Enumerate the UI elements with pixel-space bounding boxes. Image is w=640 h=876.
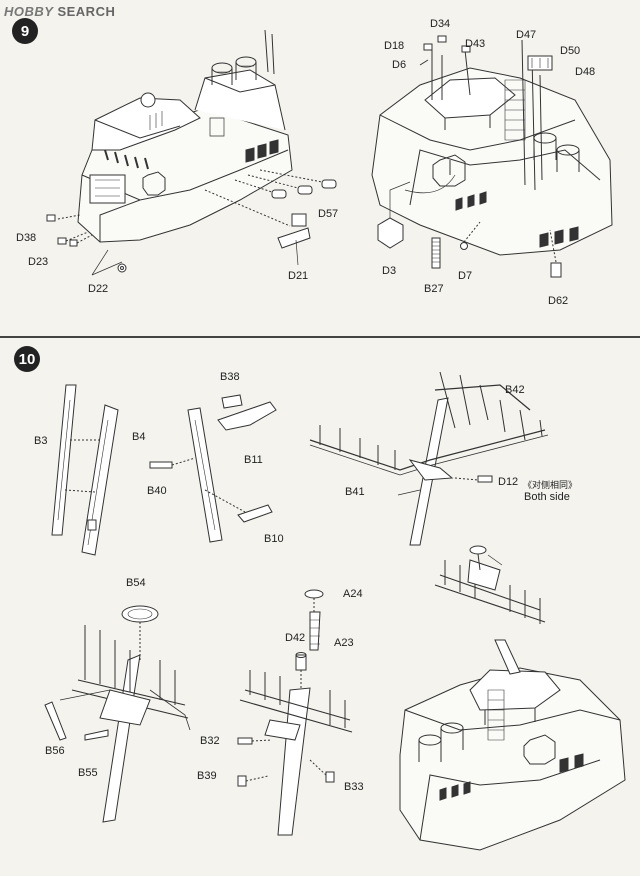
step9-left-superstructure — [47, 30, 336, 275]
label-d38: D38 — [16, 232, 37, 244]
label-d34: D34 — [430, 18, 451, 30]
label-b27: B27 — [424, 283, 444, 295]
step9-right-superstructure — [372, 36, 612, 277]
label-b11: B11 — [244, 454, 263, 466]
label-d42: D42 — [285, 632, 306, 644]
label-b55: B55 — [78, 767, 98, 779]
label-d21: D21 — [288, 270, 309, 282]
label-b4: B4 — [132, 431, 146, 443]
label-d12-note-en: Both side — [524, 491, 570, 503]
label-b54: B54 — [126, 577, 146, 589]
label-d6: D6 — [392, 59, 407, 71]
label-d50: D50 — [560, 45, 581, 57]
label-b3: B3 — [34, 435, 48, 447]
label-d57: D57 — [318, 208, 339, 220]
label-d48: D48 — [575, 66, 596, 78]
label-b41: B41 — [345, 486, 365, 498]
label-d7: D7 — [458, 270, 473, 282]
label-b38: B38 — [220, 371, 240, 383]
label-d23: D23 — [28, 256, 49, 268]
step10-b11-mast — [150, 395, 276, 542]
step-number-9: 9 — [12, 18, 38, 44]
label-b56: B56 — [45, 745, 65, 757]
label-b33: B33 — [344, 781, 364, 793]
step10-b54-mast — [45, 606, 190, 822]
label-d62: D62 — [548, 295, 569, 307]
label-d12-note-cn: 《对侧相同》 — [523, 480, 578, 490]
label-a24: A24 — [343, 588, 363, 600]
label-d47: D47 — [516, 29, 537, 41]
label-d3: D3 — [382, 265, 397, 277]
label-b42: B42 — [505, 384, 525, 396]
label-b10: B10 — [264, 533, 284, 545]
step10-b41-b42 — [310, 372, 548, 545]
label-d43: D43 — [465, 38, 486, 50]
watermark-logo: HOBBY — [4, 4, 54, 19]
step10-b3-b4 — [52, 385, 118, 555]
step10-final-assembly — [400, 546, 625, 850]
label-d22: D22 — [88, 283, 109, 295]
step-number-10: 10 — [14, 346, 40, 372]
step10-a23-mast — [238, 590, 352, 835]
label-b40: B40 — [147, 485, 167, 497]
label-d18: D18 — [384, 40, 405, 52]
label-a23: A23 — [334, 637, 354, 649]
label-d12: D12 — [498, 476, 519, 488]
label-b39: B39 — [197, 770, 217, 782]
label-b32: B32 — [200, 735, 220, 747]
step-divider — [0, 336, 640, 338]
watermark-text: SEARCH — [57, 4, 116, 19]
